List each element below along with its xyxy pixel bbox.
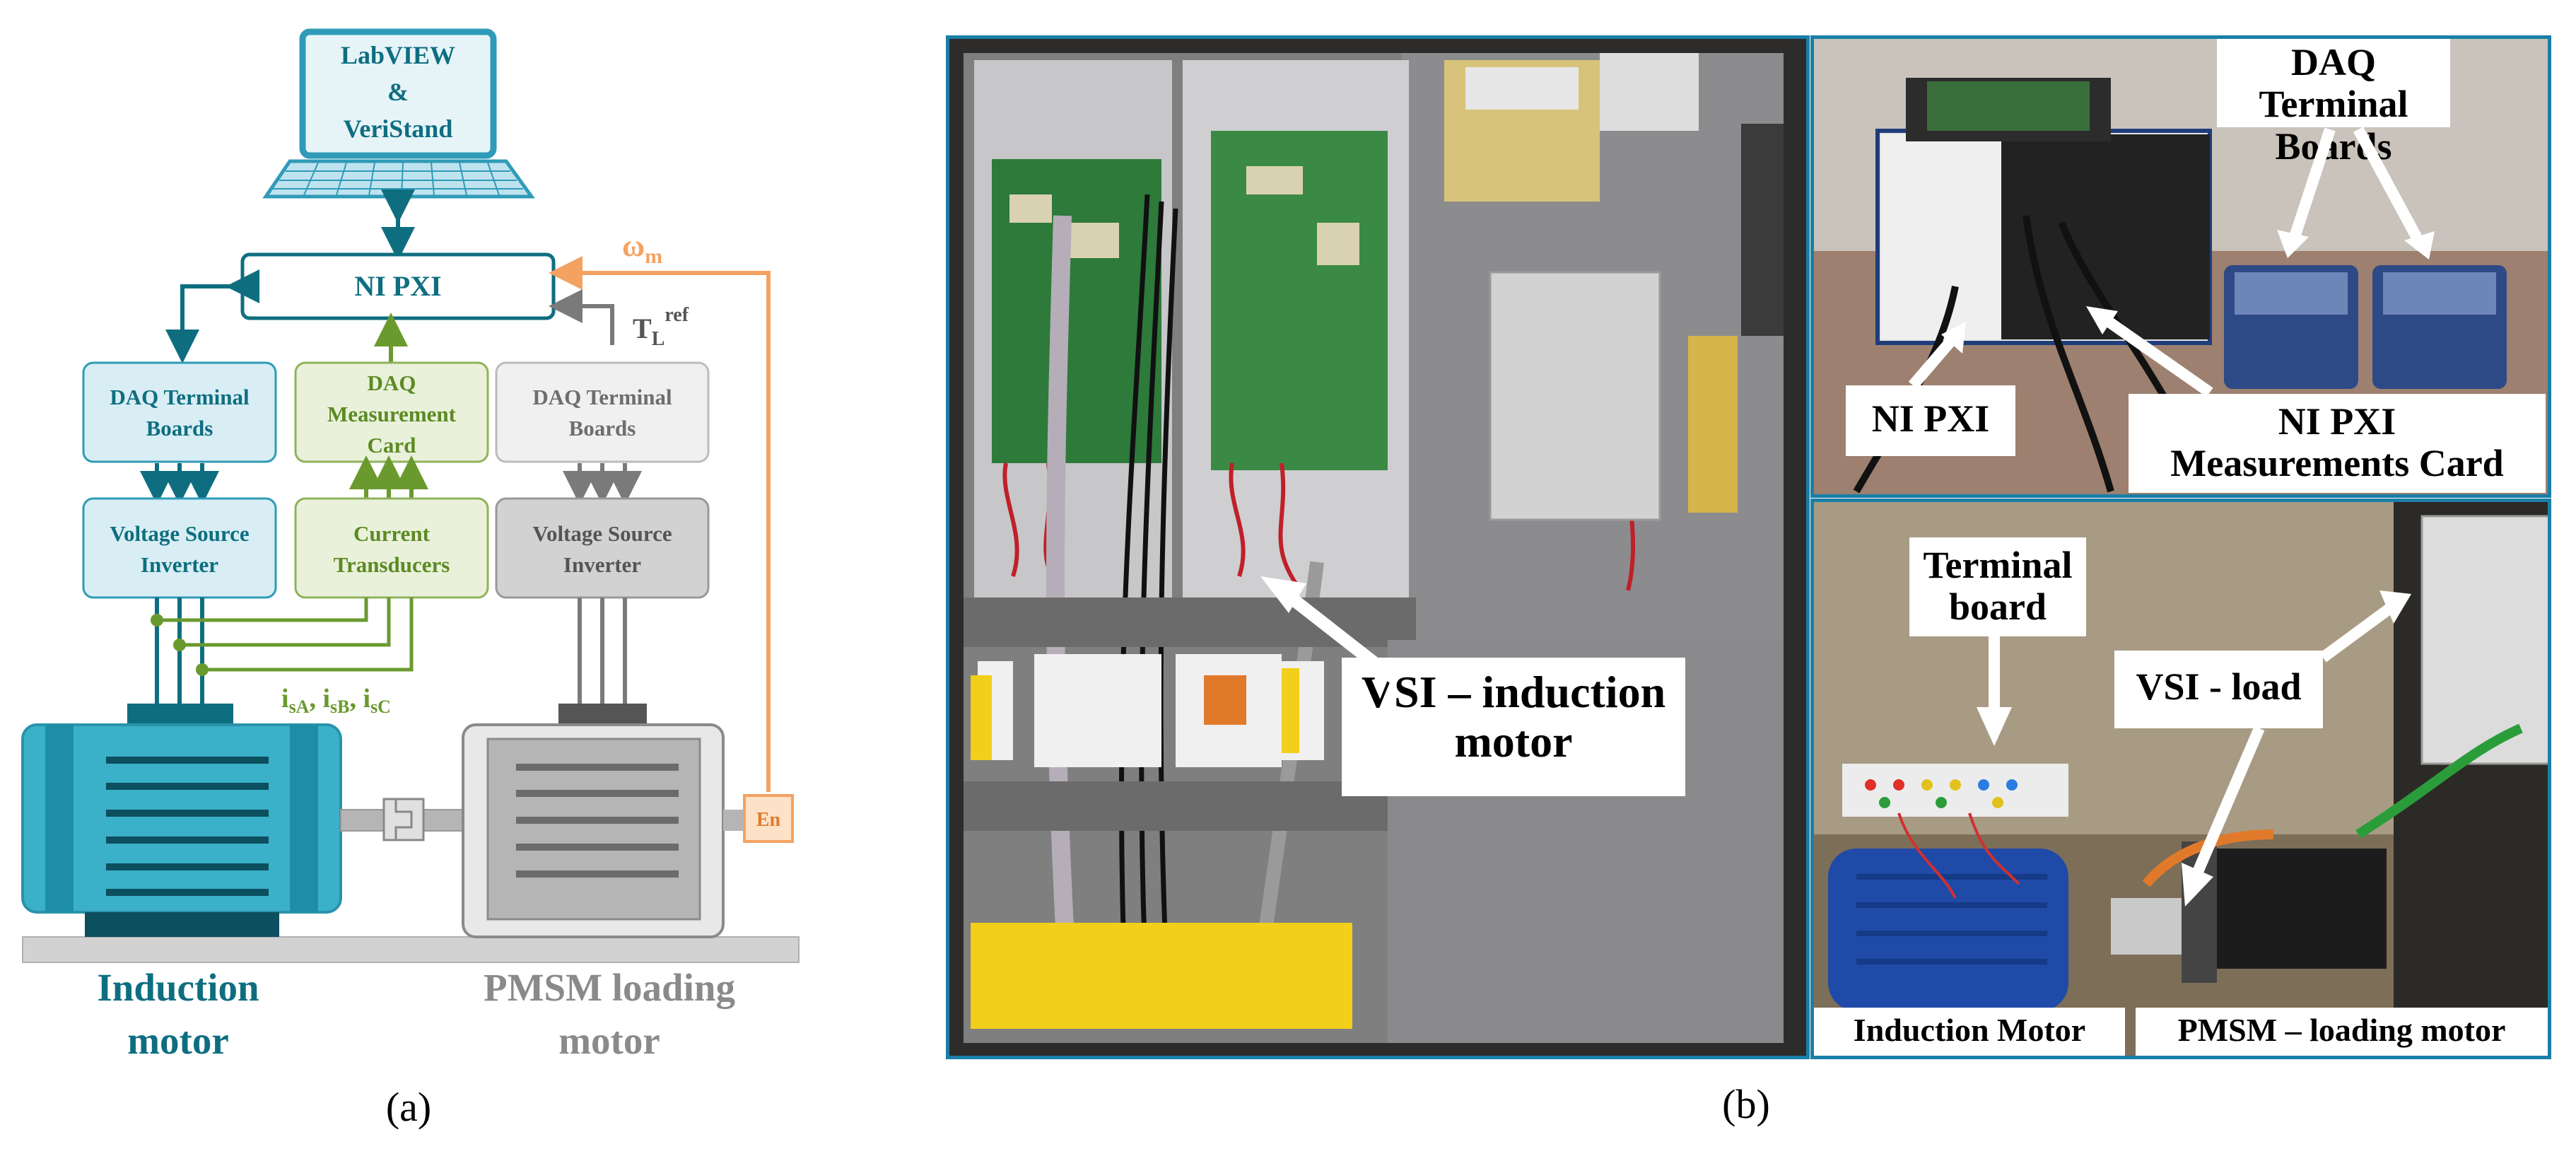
encoder-label: En — [756, 809, 781, 831]
photo-motor-bench: Terminal board VSI - load Induction Moto… — [1810, 499, 2551, 1059]
daq-left-line1: DAQ Terminal — [110, 385, 250, 409]
coupling-icon — [382, 798, 425, 841]
label-induction-motor: Induction Motor — [1814, 1008, 2125, 1056]
currents-label: isA, isB, isC — [281, 684, 391, 717]
label-ni-pxi-card: NI PXI Measurements Card — [2129, 394, 2546, 493]
current-line2: Transducers — [334, 552, 450, 577]
photo-ni-pxi: DAQ Terminal Boards NI PXI NI PXI Measur… — [1810, 35, 2551, 498]
vsi-left-line2: Inverter — [141, 552, 218, 577]
laptop-line2: & — [387, 78, 409, 106]
arrow-pxi-daq-left — [165, 269, 259, 363]
daq-terminal-left-box — [82, 361, 277, 463]
omega-feedback-line — [549, 256, 771, 792]
vsi-left-line1: Voltage Source — [110, 521, 249, 546]
pmsm-motor-icon — [462, 704, 744, 938]
vsi-right-box — [495, 497, 710, 599]
arrow-vsi-induction — [1260, 576, 1399, 684]
im-label-line2: motor — [127, 1019, 229, 1062]
vsi-left-box — [82, 497, 277, 599]
photo-vsi-cabinet: VSI – induction motor — [946, 35, 1810, 1059]
caption-a: (a) — [386, 1084, 431, 1130]
vsi-right-line2: Inverter — [563, 552, 641, 577]
ground-base — [22, 936, 800, 963]
label-pmsm-motor: PMSM – loading motor — [2136, 1008, 2548, 1056]
arrows-pxi — [1908, 127, 2435, 397]
caption-b: (b) — [1722, 1081, 1770, 1127]
arrows-bench — [1977, 590, 2411, 907]
laptop-line3: VeriStand — [344, 115, 453, 143]
ni-pxi-label: NI PXI — [354, 270, 441, 302]
daq-terminal-right-box — [495, 361, 710, 463]
label-vsi-load: VSI - load — [2114, 651, 2323, 728]
induction-motor-icon — [21, 704, 342, 937]
label-terminal-board: Terminal board — [1909, 537, 2086, 636]
im-label-line1: Induction — [97, 966, 259, 1009]
daq-meas-line3: Card — [368, 433, 416, 457]
pmsm-label-line2: motor — [558, 1019, 660, 1062]
torque-ref-line — [549, 289, 614, 345]
current-transducers-box — [294, 497, 489, 599]
block-diagram: LabVIEW & VeriStand NI PXI ωm TLref DAQ … — [21, 28, 800, 1130]
cabinet-illustration — [949, 39, 1806, 1056]
daq-right-line2: Boards — [569, 416, 636, 441]
pmsm-label-line1: PMSM loading — [484, 966, 735, 1009]
torque-label: TLref — [633, 304, 689, 350]
laptop-line1: LabVIEW — [341, 41, 455, 69]
daq-right-line1: DAQ Terminal — [532, 385, 672, 409]
omega-label: ωm — [622, 228, 662, 268]
label-ni-pxi: NI PXI — [1846, 385, 2015, 456]
current-line1: Current — [353, 521, 431, 546]
daq-meas-line2: Measurement — [327, 402, 457, 426]
label-vsi-induction: VSI – induction motor — [1342, 658, 1685, 796]
encoder-box — [743, 794, 794, 843]
daq-left-line2: Boards — [146, 416, 213, 441]
vsi-right-line1: Voltage Source — [532, 521, 672, 546]
daq-meas-line1: DAQ — [368, 371, 416, 395]
